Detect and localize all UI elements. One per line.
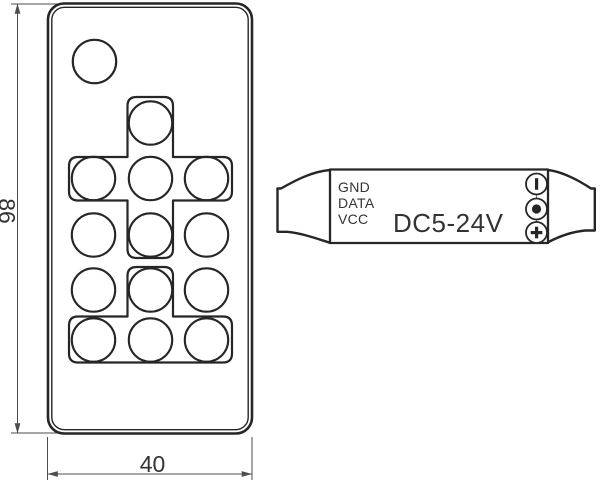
dpad-right-button <box>183 155 230 202</box>
arrow-down-icon <box>14 423 21 434</box>
plus-icon <box>530 226 543 239</box>
dpad-left-button <box>70 155 117 202</box>
input-cable-connector <box>276 168 331 244</box>
remote-button <box>183 317 230 363</box>
dpad-center-button <box>127 155 174 202</box>
pin-label-gnd: GND <box>338 179 371 195</box>
remote-body-inner <box>51 6 249 431</box>
indicator-symbols <box>530 178 543 239</box>
remote-button <box>127 267 174 313</box>
height-dimension-label: 86 <box>0 198 20 224</box>
voltage-label: DC5-24V <box>393 208 504 238</box>
remote-button <box>183 212 230 258</box>
remote-outline-group <box>46 2 254 435</box>
bar-icon <box>535 178 539 190</box>
remote-button <box>183 267 230 313</box>
pin-label-vcc: VCC <box>338 211 369 227</box>
arrow-up-icon <box>14 3 21 14</box>
remote-buttons <box>70 100 230 363</box>
controller-body <box>328 168 550 245</box>
remote-button <box>127 317 174 363</box>
arrow-left-icon <box>47 471 58 477</box>
dpad-up-button <box>127 100 174 146</box>
arrowheads <box>14 3 252 477</box>
dot-icon <box>531 204 542 214</box>
output-cable-connector <box>547 168 596 244</box>
dpad-outline <box>67 95 234 260</box>
arrow-right-icon <box>241 471 252 477</box>
remote-button <box>70 212 117 258</box>
power-button <box>71 38 118 85</box>
remote-button <box>70 317 117 363</box>
bottom-button-group-outline <box>67 265 234 364</box>
remote-button <box>70 267 117 313</box>
dimension-annotations <box>11 3 253 480</box>
controller-module <box>276 168 596 245</box>
width-dimension-label: 40 <box>139 451 166 477</box>
remote-body-outer <box>46 2 254 435</box>
pin-label-data: DATA <box>338 195 375 211</box>
remote-button <box>127 212 174 258</box>
